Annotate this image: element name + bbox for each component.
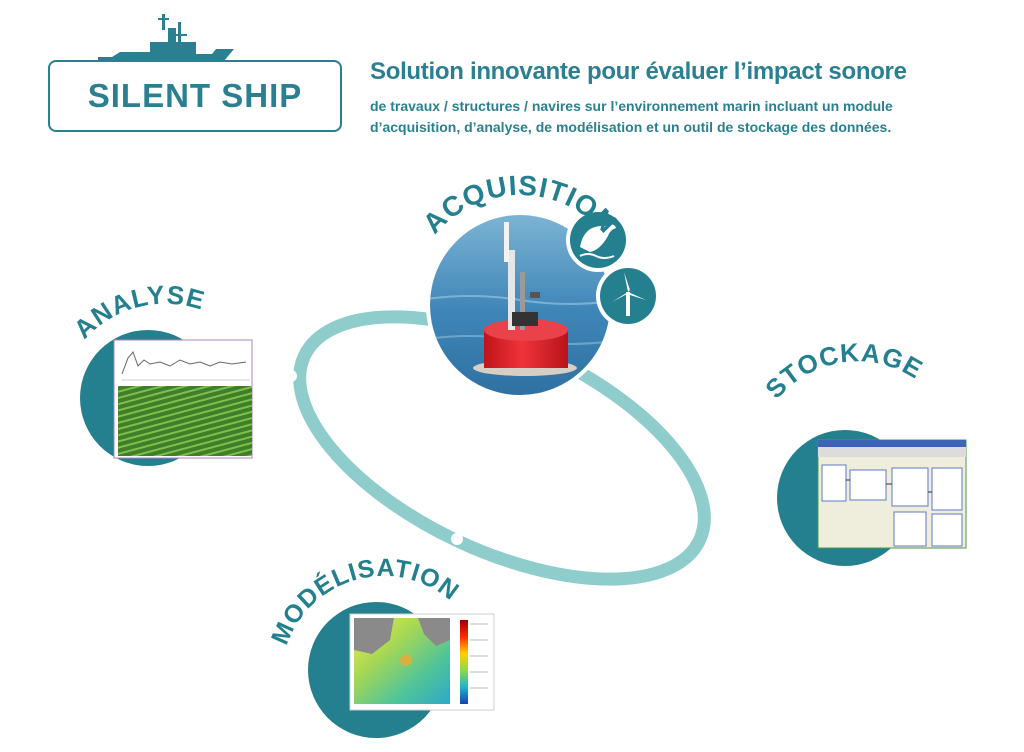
ship-silhouette-icon [98,14,234,61]
node-analyse: ANALYSE [68,279,253,466]
label-stockage: STOCKAGE [759,337,928,404]
ring-dot [285,370,297,382]
ring-dot [710,489,722,501]
page-title: Solution innovante pour évaluer l’impact… [370,58,907,85]
node-modelisation: MODÉLISATION [266,554,495,738]
logo: SILENT SHIP [48,60,342,132]
subtitle-line: d’acquisition, d’analyse, de modélisatio… [370,119,892,135]
database-screenshot-image [817,439,967,549]
node-acquisition: ACQUISITION [417,170,660,399]
logo-text: SILENT SHIP [87,77,303,114]
page-subtitle: de travaux / structures / navires sur l’… [370,96,980,138]
spectrogram-image [113,339,253,459]
subtitle-line: de travaux / structures / navires sur l’… [370,98,893,114]
ring-dot [451,533,463,545]
node-stockage: STOCKAGE [759,337,967,566]
acoustic-model-map-image [349,613,495,711]
